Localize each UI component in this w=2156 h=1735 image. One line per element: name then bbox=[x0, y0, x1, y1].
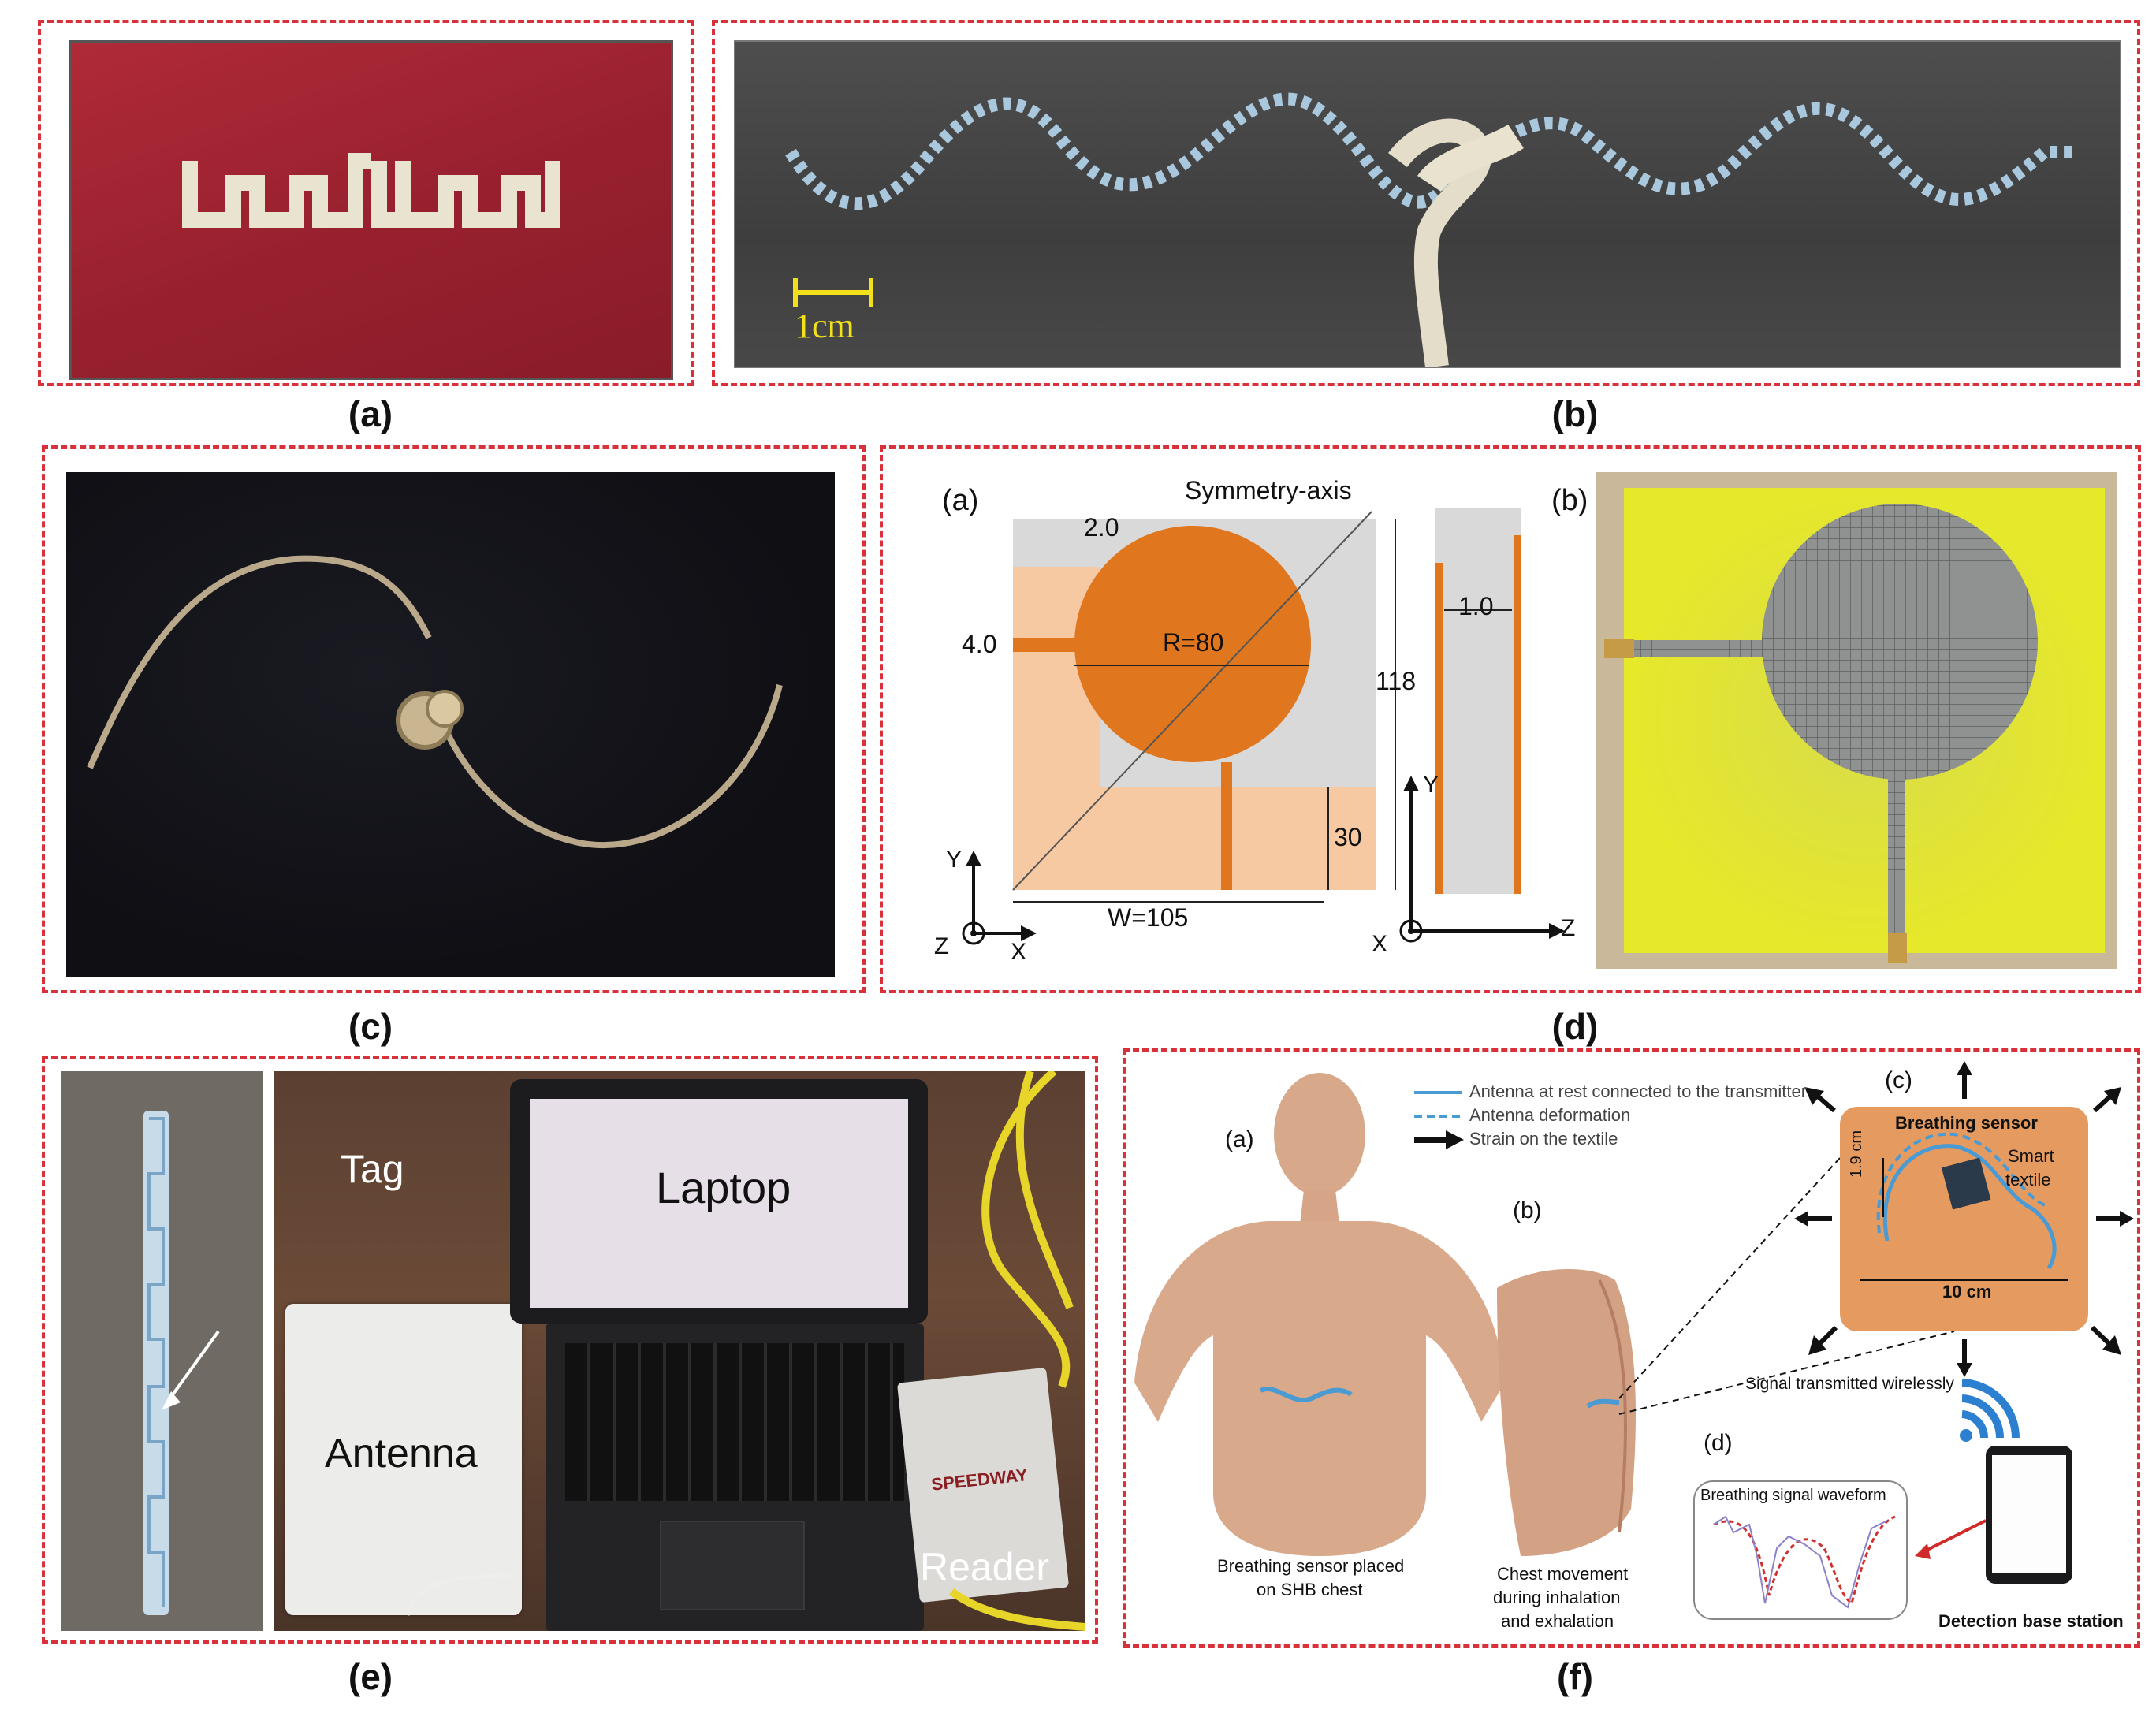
dim-feed: 4.0 bbox=[962, 630, 997, 658]
schematic-sublabel: (a) bbox=[942, 484, 979, 517]
chest-label-3: and exhalation bbox=[1501, 1611, 1614, 1631]
mesh-patch bbox=[1604, 504, 2038, 963]
zigzag-antenna-photo: 1cm bbox=[734, 40, 2121, 368]
dim-width: W=105 bbox=[1108, 903, 1189, 932]
dim-height: 118 bbox=[1376, 667, 1417, 695]
waveform-title: Breathing signal waveform bbox=[1700, 1487, 1886, 1504]
chest-label-2: during inhalation bbox=[1493, 1588, 1621, 1607]
rfid-setup-photo: SPEEDWAY Antenna Laptop Reader bbox=[274, 1071, 1085, 1631]
fabricated-antenna-photo bbox=[1596, 472, 2117, 969]
dim-30: 30 bbox=[1334, 823, 1362, 851]
laptop-base bbox=[546, 1324, 924, 1631]
panel-b: 1cm bbox=[712, 20, 2140, 386]
tag-label: Tag bbox=[341, 1147, 404, 1191]
laptop-touchpad bbox=[660, 1521, 805, 1610]
antenna-schematic bbox=[962, 508, 1565, 945]
placed-label-2: on SHB chest bbox=[1257, 1580, 1363, 1599]
placed-label-1: Breathing sensor placed bbox=[1217, 1556, 1405, 1576]
dim-width-label: 10 cm bbox=[1942, 1282, 1992, 1301]
spiral-wire bbox=[87, 555, 783, 849]
dim-gap: 2.0 bbox=[1084, 513, 1119, 542]
dim-height-label: 1.9 cm bbox=[1848, 1130, 1865, 1178]
reader-label: Reader bbox=[920, 1545, 1049, 1589]
panel-d: (a) Symmetry-axis 2.0 4.0 R=80 118 30 W=… bbox=[880, 445, 2141, 993]
laptop-keyboard bbox=[565, 1343, 904, 1501]
dim-radius: R=80 bbox=[1163, 628, 1224, 657]
axis-z-side: Z bbox=[1561, 915, 1576, 941]
panel-f: Antenna at rest connected to the transmi… bbox=[1123, 1048, 2140, 1648]
caption-a: (a) bbox=[348, 393, 393, 434]
dim-thickness: 1.0 bbox=[1458, 592, 1494, 620]
caption-f: (f) bbox=[1557, 1656, 1593, 1697]
scale-bar-label: 1cm bbox=[795, 307, 855, 345]
axis-z-front: Z bbox=[934, 933, 949, 959]
rfid-tag-photo bbox=[61, 1071, 263, 1631]
sublabel-c: (c) bbox=[1885, 1067, 1912, 1093]
symmetry-axis-label: Symmetry-axis bbox=[1185, 476, 1352, 504]
laptop-label: Laptop bbox=[656, 1163, 791, 1212]
axis-y-front: Y bbox=[946, 847, 963, 873]
spiral-antenna-photo bbox=[66, 472, 835, 977]
axis-x-side: X bbox=[1372, 931, 1388, 957]
sublabel-b: (b) bbox=[1513, 1197, 1542, 1223]
sensor-title: Breathing sensor bbox=[1895, 1113, 2038, 1133]
caption-b: (b) bbox=[1551, 393, 1599, 434]
laptop-display bbox=[530, 1099, 908, 1308]
antenna-label: Antenna bbox=[325, 1431, 478, 1476]
sublabel-a: (a) bbox=[1225, 1126, 1254, 1152]
sublabel-d: (d) bbox=[1704, 1430, 1733, 1456]
legend-strain: Strain on the textile bbox=[1469, 1129, 1618, 1149]
signal-label: Signal transmitted wirelessly bbox=[1745, 1375, 1954, 1393]
panel-c bbox=[42, 445, 866, 993]
cables bbox=[405, 1071, 1085, 1631]
chest-label-1: Chest movement bbox=[1497, 1564, 1629, 1584]
reader-antenna bbox=[285, 1304, 522, 1615]
caption-d: (d) bbox=[1551, 1006, 1599, 1047]
legend-rest: Antenna at rest connected to the transmi… bbox=[1469, 1082, 1808, 1101]
smart-label-1: Smart bbox=[2008, 1146, 2054, 1166]
panel-a bbox=[38, 20, 694, 386]
breathing-sensor-diagram bbox=[1134, 1061, 2134, 1620]
caption-e: (e) bbox=[348, 1656, 393, 1697]
zigzag-thread bbox=[785, 92, 2076, 367]
station-label: Detection base station bbox=[1938, 1611, 2124, 1631]
legend-deform: Antenna deformation bbox=[1469, 1105, 1631, 1125]
photo-sublabel: (b) bbox=[1551, 484, 1588, 517]
embroidered-antenna-photo bbox=[69, 40, 673, 380]
axis-x-front: X bbox=[1011, 939, 1027, 965]
smart-label-2: textile bbox=[2005, 1170, 2051, 1190]
panel-e: SPEEDWAY Antenna Laptop Reader Tag bbox=[42, 1056, 1098, 1644]
axis-y-side: Y bbox=[1423, 772, 1439, 798]
rfid-tag bbox=[143, 1111, 220, 1615]
caption-c: (c) bbox=[348, 1006, 393, 1047]
meander-embroidery bbox=[182, 153, 560, 228]
